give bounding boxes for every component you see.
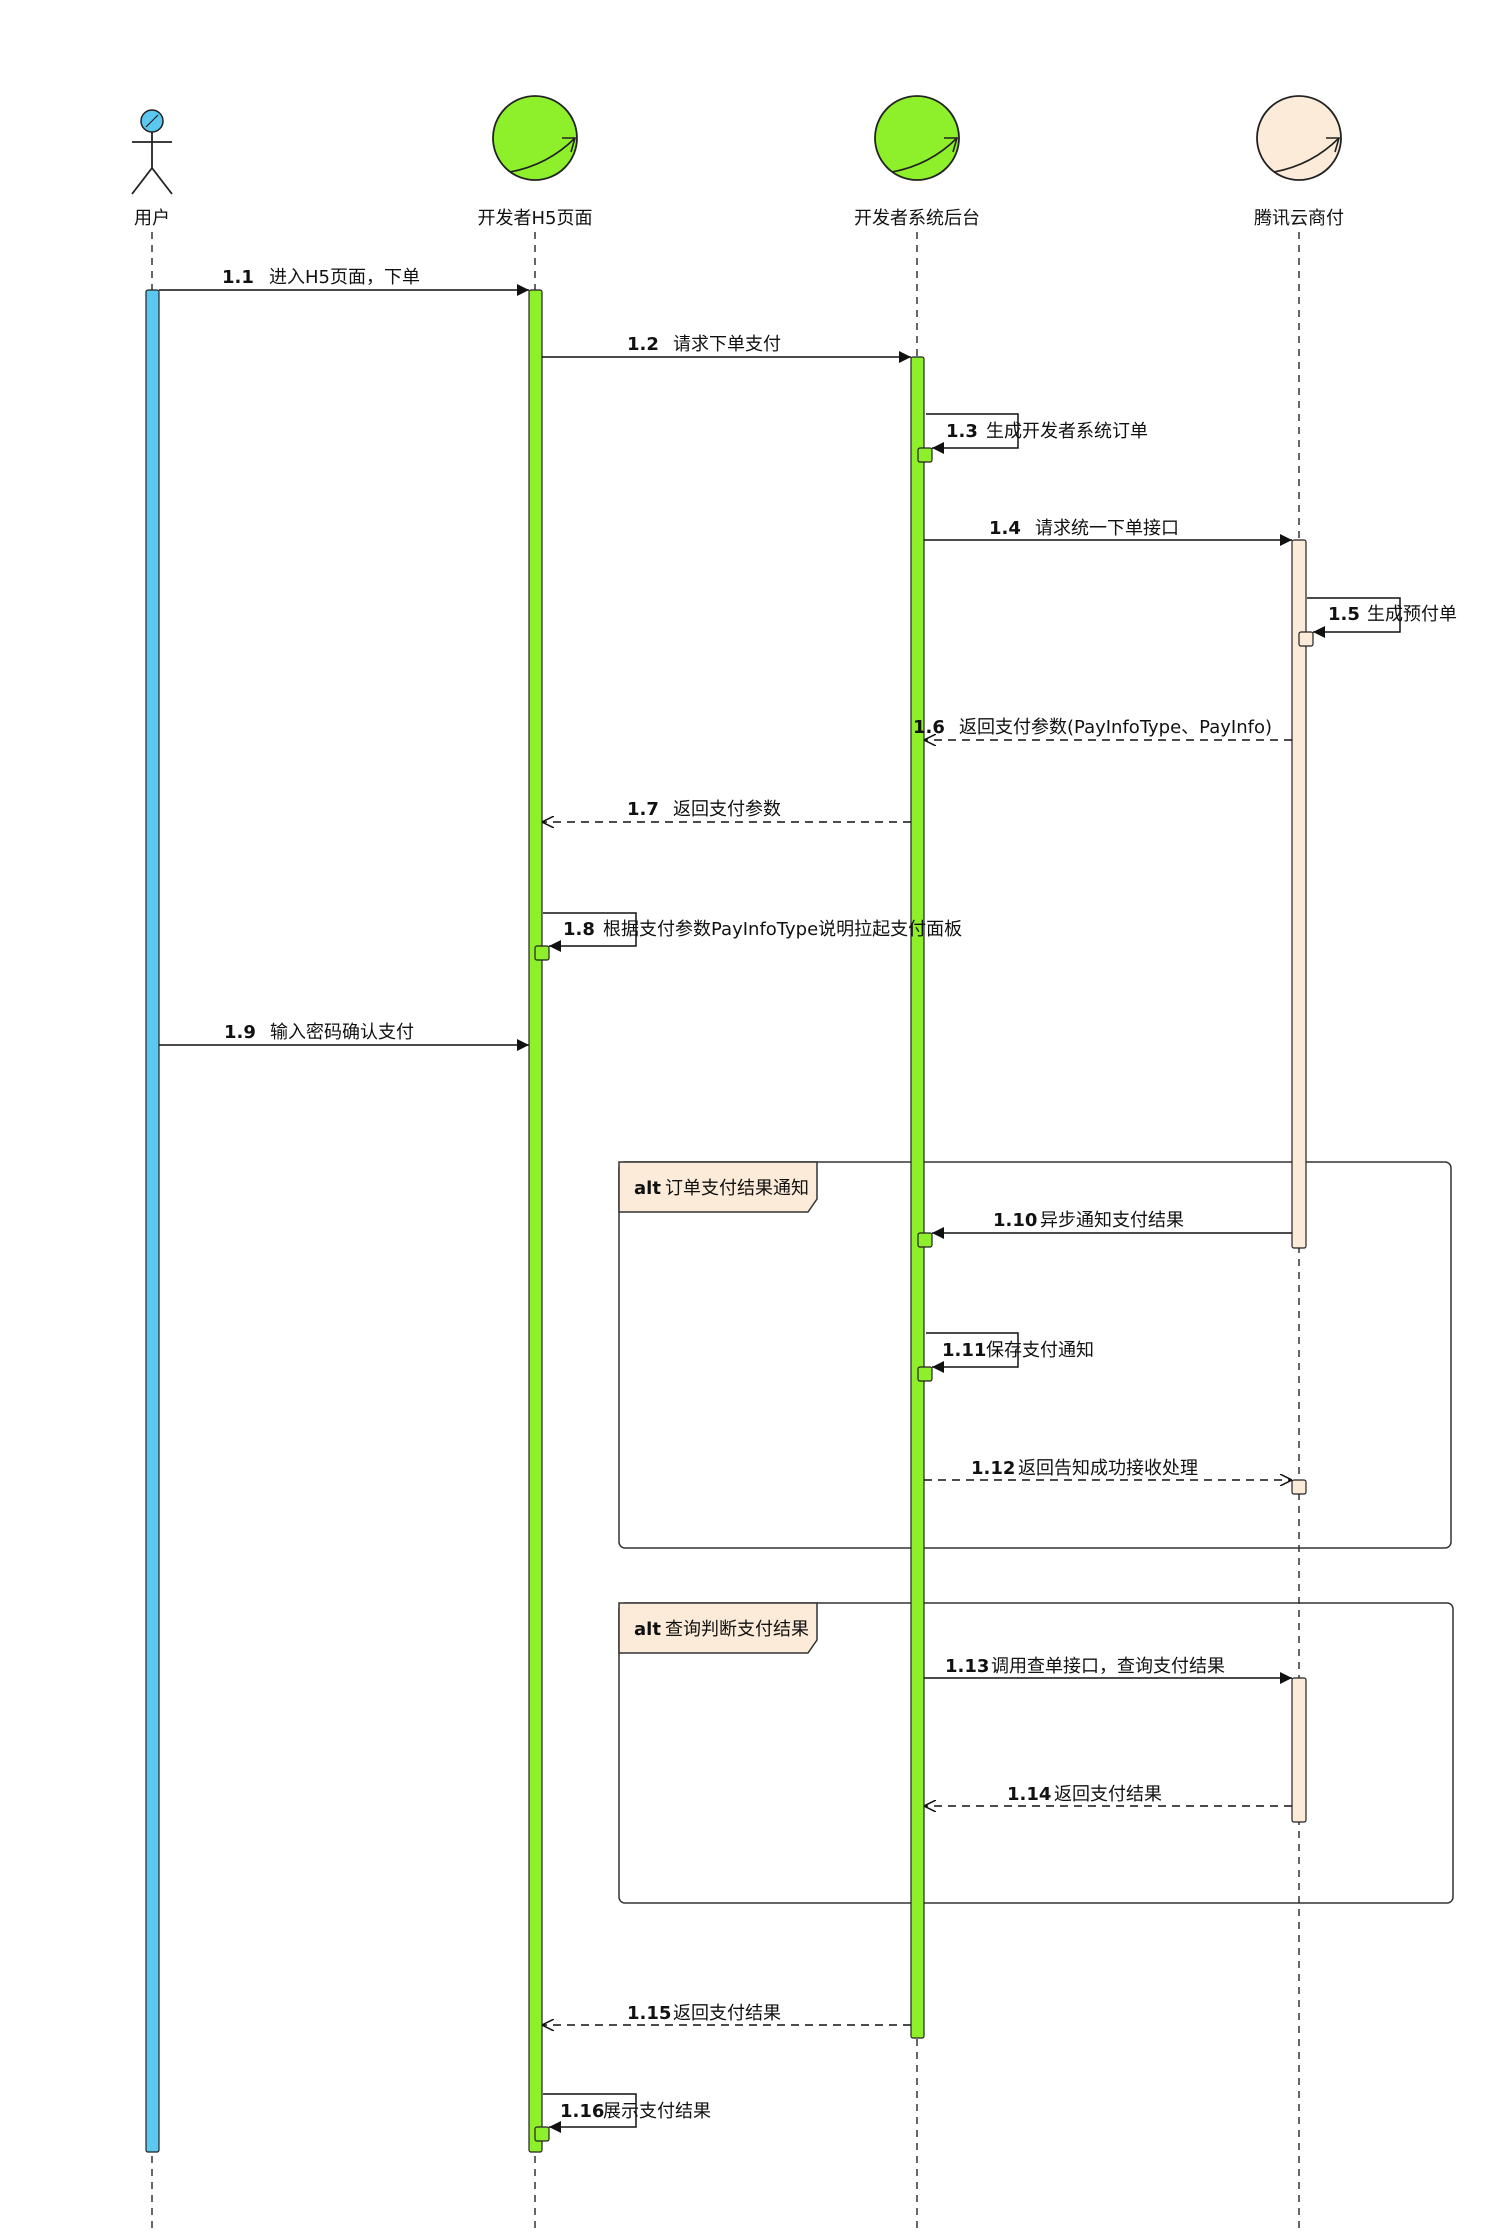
message-1-6-number: 1.6	[913, 717, 945, 738]
participant-label-h5: 开发者H5页面	[478, 208, 593, 229]
message-1-9-number: 1.9	[224, 1022, 256, 1043]
message-1-8-arrow	[543, 912, 637, 952]
message-1-7-number: 1.7	[627, 799, 659, 820]
message-1-11-arrow	[926, 1332, 1019, 1373]
message-1-16-label: 展示支付结果	[603, 2101, 711, 2122]
control-icon	[874, 95, 960, 181]
message-1-11-number: 1.11	[942, 1340, 986, 1361]
participant-backend: 开发者系统后台	[854, 95, 980, 229]
alt-condition: 查询判断支付结果	[665, 1619, 809, 1640]
activation-bar-tencent	[1291, 1677, 1307, 1823]
message-1-4-label: 请求统一下单接口	[1035, 518, 1179, 539]
message-1-3-label: 生成开发者系统订单	[986, 421, 1148, 442]
message-1-13-number: 1.13	[945, 1656, 989, 1677]
message-1-2-number: 1.2	[627, 334, 659, 355]
message-1-13-label: 调用查单接口，查询支付结果	[991, 1656, 1225, 1677]
self-activation-box	[917, 447, 933, 463]
message-1-5-label: 生成预付单	[1367, 604, 1457, 625]
message-1-6-label: 返回支付参数(PayInfoType、PayInfo)	[959, 717, 1272, 738]
message-1-2-label: 请求下单支付	[673, 334, 781, 355]
activation-bar-tencent	[1291, 539, 1307, 1249]
self-activation-box	[917, 1366, 933, 1382]
message-1-16-arrow	[543, 2093, 637, 2133]
alt-keyword: alt	[634, 1619, 661, 1640]
message-1-7-label: 返回支付参数	[673, 799, 781, 820]
message-1-14-number: 1.14	[1007, 1784, 1051, 1805]
alt-fragment-notify: alt 订单支付结果通知	[618, 1161, 1452, 1549]
message-1-5-number: 1.5	[1328, 604, 1360, 625]
participant-tencent: 腾讯云商付	[1254, 95, 1344, 229]
self-activation-box	[1298, 631, 1314, 647]
message-1-1-number: 1.1	[222, 267, 254, 288]
participant-label-tencent: 腾讯云商付	[1254, 208, 1344, 229]
control-icon	[1256, 95, 1342, 181]
activation-bar-h5	[528, 289, 543, 2153]
participant-label-user: 用户	[134, 208, 170, 229]
message-1-5-arrow	[1307, 597, 1401, 638]
message-1-11-label: 保存支付通知	[986, 1340, 1094, 1361]
message-1-8-label: 根据支付参数PayInfoType说明拉起支付面板	[603, 919, 962, 940]
message-1-14-label: 返回支付结果	[1054, 1784, 1162, 1805]
participant-label-backend: 开发者系统后台	[854, 208, 980, 229]
self-activation-box	[1291, 1479, 1307, 1495]
message-1-12-number: 1.12	[971, 1458, 1015, 1479]
message-1-9-label: 输入密码确认支付	[270, 1022, 414, 1043]
participant-h5: 开发者H5页面	[478, 95, 593, 229]
alt-fragment-query: alt 查询判断支付结果	[618, 1602, 1454, 1904]
message-1-1-label: 进入H5页面，下单	[269, 267, 420, 288]
message-1-15-label: 返回支付结果	[673, 2003, 781, 2024]
actor-user: 用户	[131, 109, 173, 229]
message-1-16-number: 1.16	[560, 2101, 604, 2122]
message-1-12-label: 返回告知成功接收处理	[1018, 1458, 1198, 1479]
activation-bar-backend	[910, 356, 925, 2039]
message-1-4-number: 1.4	[989, 518, 1021, 539]
alt-condition: 订单支付结果通知	[665, 1178, 809, 1199]
message-1-3-number: 1.3	[946, 421, 978, 442]
message-1-10-number: 1.10	[993, 1210, 1037, 1231]
activation-bar-user	[145, 289, 160, 2153]
message-1-10-label: 异步通知支付结果	[1040, 1210, 1184, 1231]
message-1-15-number: 1.15	[627, 2003, 671, 2024]
message-1-3-arrow	[926, 413, 1019, 454]
self-activation-box	[917, 1232, 933, 1248]
control-icon	[492, 95, 578, 181]
message-1-8-number: 1.8	[563, 919, 595, 940]
self-activation-box	[534, 2126, 550, 2142]
alt-keyword: alt	[634, 1178, 661, 1199]
self-activation-box	[534, 945, 550, 961]
